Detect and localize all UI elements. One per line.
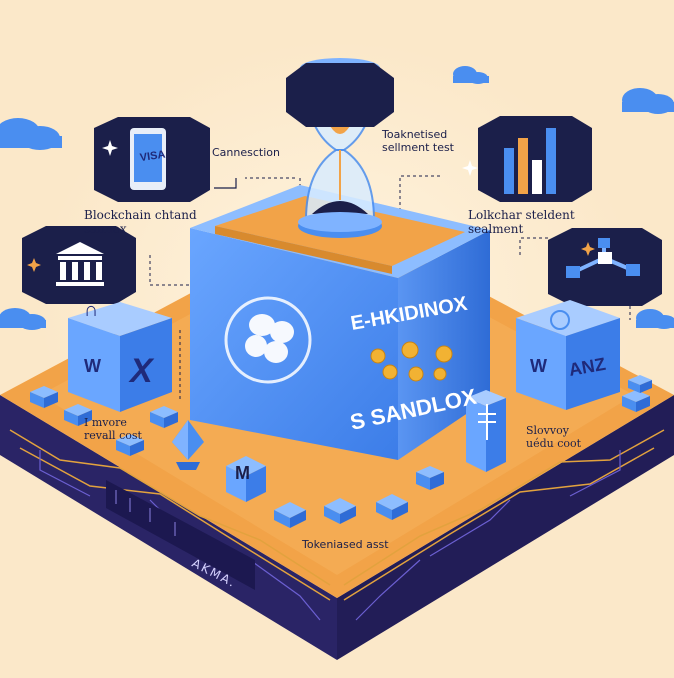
cloud-icon — [622, 88, 674, 114]
cloud-icon — [453, 66, 489, 84]
right-cube-side-mark: ANZ — [567, 354, 607, 380]
label-blockchain-sandbox: Blockchain chtand sannex — [84, 208, 197, 237]
network-nodes-icon — [548, 228, 662, 306]
label-connection: Cannesction — [212, 146, 280, 159]
bar-chart-icon — [478, 116, 592, 202]
diamond-icon — [172, 420, 204, 470]
label-tokenised-asset: Tokeniased asst — [302, 538, 389, 551]
phone-visa-icon — [94, 117, 210, 202]
pillar-icon — [466, 390, 506, 472]
flower-logo-icon — [224, 296, 312, 384]
flower-logo-icon — [245, 314, 294, 363]
bank-icon — [22, 226, 136, 304]
cloud-icon — [636, 309, 674, 329]
left-cube-side-mark: X — [128, 352, 155, 390]
left-cube-top-mark: ∩ — [84, 299, 98, 321]
small-block-icon — [30, 386, 178, 456]
small-block-icon — [622, 375, 652, 412]
label-lokchar-settlement: Lolkchar steldent sealment — [468, 208, 575, 237]
hourglass-badge — [286, 63, 394, 127]
m-logo-icon: M — [226, 456, 266, 502]
cloud-icon — [0, 118, 62, 150]
coin-icon — [370, 341, 453, 382]
label-slowy: Slovvoy uédu coot — [526, 424, 582, 451]
box-title-line1: E-HKIDINOX — [349, 293, 469, 335]
left-cube-logo-icon: W — [84, 356, 101, 376]
box-title-line2: S SANDLOX — [348, 384, 479, 435]
left-cube — [68, 302, 172, 412]
small-block-icon — [274, 466, 444, 528]
right-cube-logo-icon: W — [530, 356, 547, 376]
sparkle-icon — [27, 140, 595, 272]
svg-text:M: M — [235, 463, 250, 483]
label-invoice: I mvore revall cost — [84, 416, 142, 443]
right-cube — [516, 300, 620, 410]
label-tokenised-settlement: Toaknetised sellment test — [382, 128, 454, 155]
cloud-icon — [0, 308, 46, 330]
phone-label: VISA — [139, 149, 166, 164]
